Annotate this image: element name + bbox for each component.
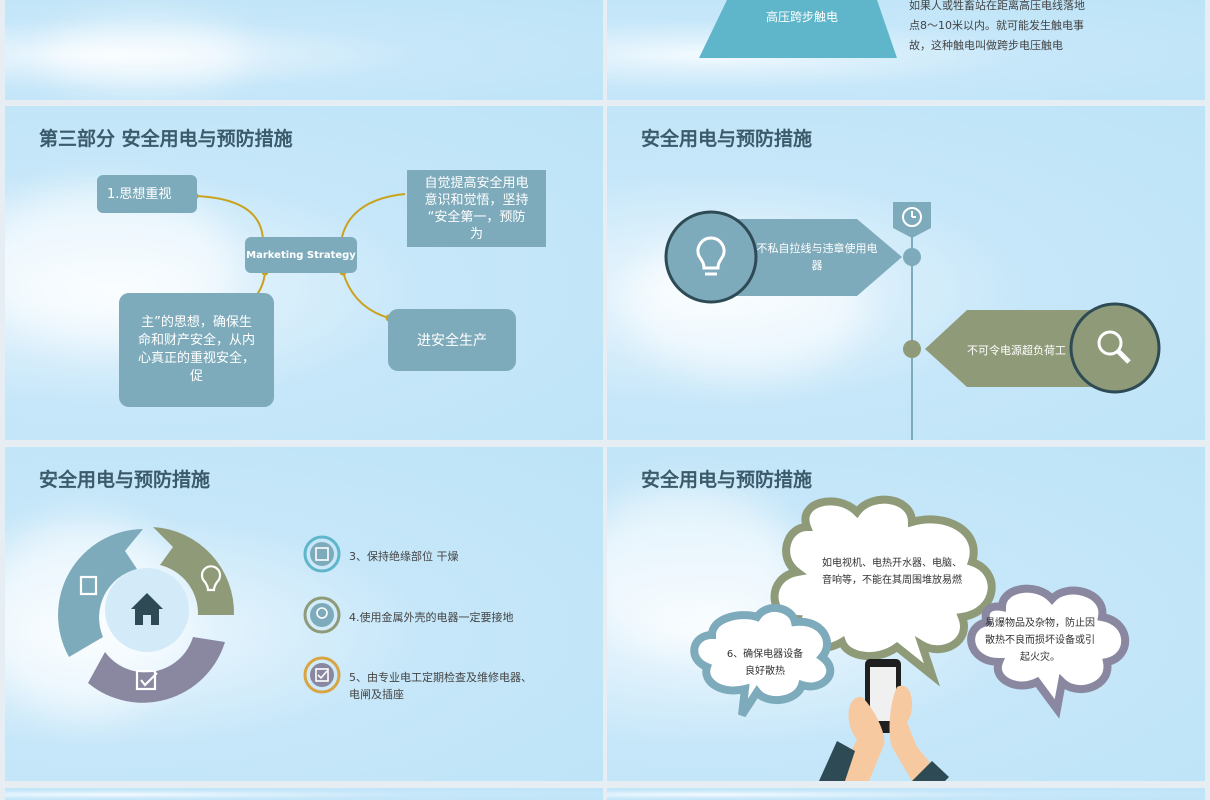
arrow-label-2: 不可令电源超负荷工 xyxy=(967,344,1066,357)
slide-3[interactable]: 第三部分 安全用电与预防措施 Marketing Strategy 1.思想重视… xyxy=(5,106,603,440)
cloud-left-line-1: 6、确保电器设备 xyxy=(726,649,804,660)
slide-7[interactable] xyxy=(5,788,603,800)
node-center[interactable]: Marketing Strategy xyxy=(245,237,357,273)
arrow-label-1: 不私自拉线与违章使用电 器 xyxy=(747,240,887,274)
triangle-label: 高压跨步触电 xyxy=(765,10,838,24)
node-safety-thought[interactable]: 主”的思想，确保生 命和财产安全，从内 心真正的重视安全， 促 xyxy=(119,293,274,407)
cloud-left-line-2: 良好散热 xyxy=(745,666,785,677)
list-icons xyxy=(303,535,341,694)
hands-phone xyxy=(819,659,949,781)
step-voltage-description: 如果人或牲畜站在距离高压电线落地 点8～10米以内。就可能发生触电事 故，这种触… xyxy=(909,0,1085,56)
awareness-line-1: 自觉提高安全用电 xyxy=(424,175,529,191)
slide-8[interactable] xyxy=(607,788,1205,800)
slide-6[interactable]: 安全用电与预防措施 如电视机、电热开水器、电脑、 音响等，不能在其周围堆放易燃 … xyxy=(607,447,1205,781)
node-awareness[interactable]: 自觉提高安全用电 意识和觉悟，坚持 “安全第一，预防 为 xyxy=(407,170,546,247)
list-item-5: 5、由专业电工定期检查及维修电器、 电闸及插座 xyxy=(349,669,532,703)
safety-line-1: 主”的思想，确保生 xyxy=(141,315,252,330)
desc-line-1: 如果人或牲畜站在距离高压电线落地 xyxy=(909,0,1085,12)
arrow1-line-2: 器 xyxy=(811,259,823,272)
cloud-top-line-2: 音响等，不能在其周围堆放易燃 xyxy=(822,575,962,586)
cycle-diagram xyxy=(58,527,235,703)
cloud-right-line-3: 起火灾。 xyxy=(1020,652,1060,663)
awareness-line-2: 意识和觉悟，坚持 xyxy=(424,192,529,208)
slide-title: 第三部分 安全用电与预防措施 xyxy=(39,128,293,150)
mindmap-connectors xyxy=(191,192,406,322)
slide-4[interactable]: 安全用电与预防措施 不私自拉线与违章使用电 器 不可令电源超负荷工 xyxy=(607,106,1205,440)
safety-line-3: 心真正的重视安全， xyxy=(137,351,255,366)
cloud-right-line-1: 易爆物品及杂物，防止因 xyxy=(985,618,1095,629)
safety-line-4: 促 xyxy=(189,369,203,384)
safety-line-2: 命和财产安全，从内 xyxy=(137,333,255,348)
list-item-3: 3、保持绝缘部位 干燥 xyxy=(349,550,459,563)
node-production[interactable]: 进安全生产 xyxy=(388,309,516,371)
voltage-triangle xyxy=(699,0,897,58)
item5-line-2: 电闸及插座 xyxy=(349,688,404,701)
slide-5[interactable]: 安全用电与预防措施 3、保持绝缘部位 干燥 4.使用金属外壳的电器一定 xyxy=(5,447,603,781)
cloud-text-top: 如电视机、电热开水器、电脑、 音响等，不能在其周围堆放易燃 xyxy=(812,555,972,589)
slide-title: 安全用电与预防措施 xyxy=(641,469,813,491)
cloud-top-line-1: 如电视机、电热开水器、电脑、 xyxy=(822,558,962,569)
slide-1[interactable] xyxy=(5,0,603,100)
desc-line-2: 点8～10米以内。就可能发生触电事 xyxy=(909,19,1084,32)
desc-line-3: 故，这种触电叫做跨步电压触电 xyxy=(909,39,1063,52)
timeline-graphic xyxy=(664,202,1161,440)
item5-line-1: 5、由专业电工定期检查及维修电器、 xyxy=(349,671,532,684)
cloud-text-left: 6、确保电器设备 良好散热 xyxy=(715,646,815,680)
slide-title: 安全用电与预防措施 xyxy=(641,128,813,150)
speech-clouds xyxy=(690,495,1130,781)
cloud-text-right: 易爆物品及杂物，防止因 散热不良而损坏设备或引 起火灾。 xyxy=(980,615,1100,666)
list-item-4: 4.使用金属外壳的电器一定要接地 xyxy=(349,611,514,624)
cloud-right-line-2: 散热不良而损坏设备或引 xyxy=(985,635,1095,646)
awareness-line-4: 为 xyxy=(469,226,483,242)
awareness-line-3: “安全第一，预防 xyxy=(427,209,526,225)
node-thought[interactable]: 1.思想重视 xyxy=(97,175,197,213)
arrow1-line-1: 不私自拉线与违章使用电 xyxy=(756,242,878,255)
slide-2[interactable]: 高压跨步触电 如果人或牲畜站在距离高压电线落地 点8～10米以内。就可能发生触电… xyxy=(607,0,1205,100)
slide-title: 安全用电与预防措施 xyxy=(39,469,211,491)
